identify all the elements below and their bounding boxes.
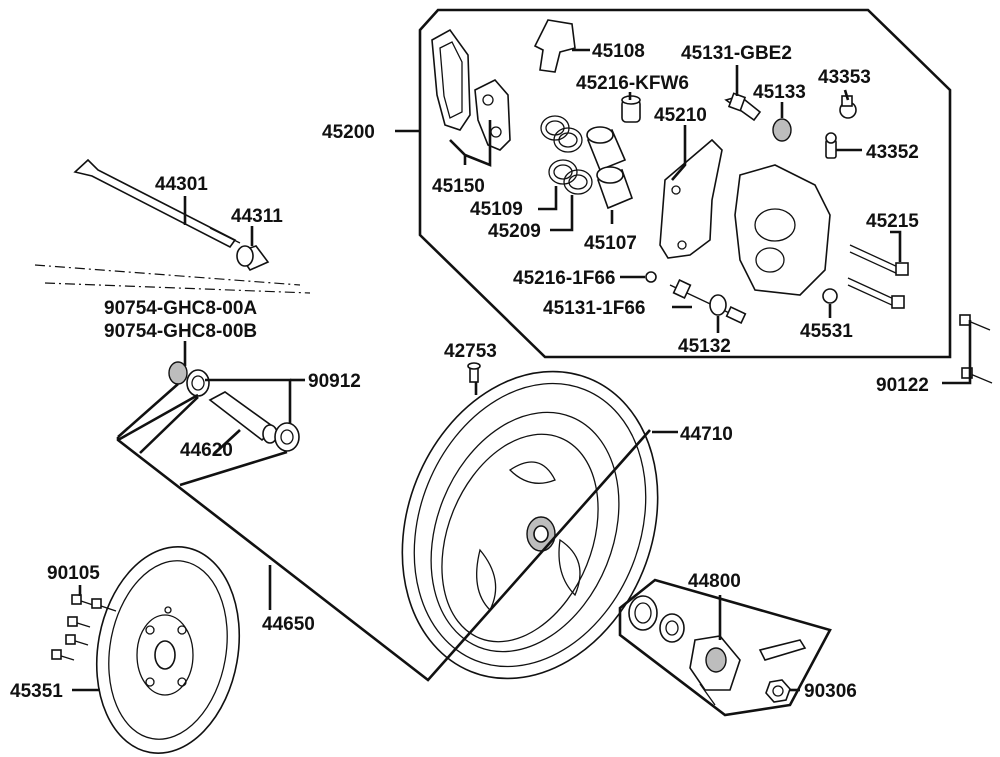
front-wheel-tire-part: [401, 370, 659, 680]
part-number-labels: 45200 45150 45108 45216-KFW6 45131-GBE2 …: [10, 41, 929, 702]
label-44301: 44301: [155, 174, 208, 195]
label-45107: 45107: [584, 233, 637, 254]
tire-valve-part: [467, 362, 481, 383]
distance-collar-part: [208, 391, 278, 444]
brake-caliper-group-frame: [418, 8, 952, 359]
caliper-piston-parts: [586, 126, 634, 210]
axle-collar-part: [236, 245, 270, 272]
label-45531: 45531: [800, 321, 853, 342]
axle-centerline: [34, 264, 301, 286]
label-44800: 44800: [688, 571, 741, 592]
label-43353: 43353: [818, 67, 871, 88]
caliper-bracket-part: [659, 138, 723, 259]
mounting-bolt-parts: [669, 279, 747, 324]
caliper-mount-bolt-parts: [959, 314, 993, 384]
leader-lines: [72, 48, 972, 692]
label-45132: 45132: [678, 336, 731, 357]
label-44650: 44650: [262, 614, 315, 635]
speedometer-gear-group-frame: [618, 578, 832, 717]
disc-bolt-parts: [51, 594, 117, 661]
label-90912: 90912: [308, 371, 361, 392]
label-45133: 45133: [753, 82, 806, 103]
label-45109: 45109: [470, 199, 523, 220]
caliper-body-part: [734, 164, 831, 296]
label-45131-gbe2: 45131-GBE2: [681, 43, 792, 64]
front-axle-part: [73, 158, 241, 249]
label-90754-ghc8-00a: 90754-GHC8-00A: [104, 298, 257, 319]
label-45216-1f66: 45216-1F66: [513, 268, 615, 289]
label-45209: 45209: [488, 221, 541, 242]
label-90306: 90306: [804, 681, 857, 702]
slide-pin-boot-part: [772, 118, 792, 142]
label-43352: 43352: [866, 142, 919, 163]
small-nut-part: [822, 288, 838, 304]
slide-pin-parts: [847, 244, 909, 309]
label-45131-1f66: 45131-1F66: [543, 298, 645, 319]
label-44620: 44620: [180, 440, 233, 461]
pad-spring-clip-part: [533, 19, 576, 73]
label-90105: 90105: [47, 563, 100, 584]
caliper-bolt-part: [724, 92, 762, 122]
bleeder-screw-parts: [825, 95, 857, 159]
label-45216-kfw6: 45216-KFW6: [576, 73, 689, 94]
label-90754-ghc8-00b: 90754-GHC8-00B: [104, 321, 257, 342]
brake-pad-parts: [431, 28, 511, 151]
axle-nut-part: [765, 679, 791, 703]
brake-disc-part: [95, 546, 241, 754]
bearing-left-part: [186, 369, 210, 397]
label-44311: 44311: [231, 206, 283, 227]
label-45108: 45108: [592, 41, 645, 62]
label-45215: 45215: [866, 211, 919, 232]
pin-washer-part: [645, 271, 657, 283]
bearing-right-part: [274, 422, 300, 452]
label-45210: 45210: [654, 105, 707, 126]
label-45200: 45200: [322, 122, 375, 143]
label-45351: 45351: [10, 681, 63, 702]
speedometer-gear-parts: [628, 595, 807, 706]
label-90122: 90122: [876, 375, 929, 396]
axle-centerline-lower: [44, 282, 311, 294]
caliper-seal-rings: [540, 115, 593, 195]
label-45150: 45150: [432, 176, 485, 197]
label-44710: 44710: [680, 424, 733, 445]
label-42753: 42753: [444, 341, 497, 362]
